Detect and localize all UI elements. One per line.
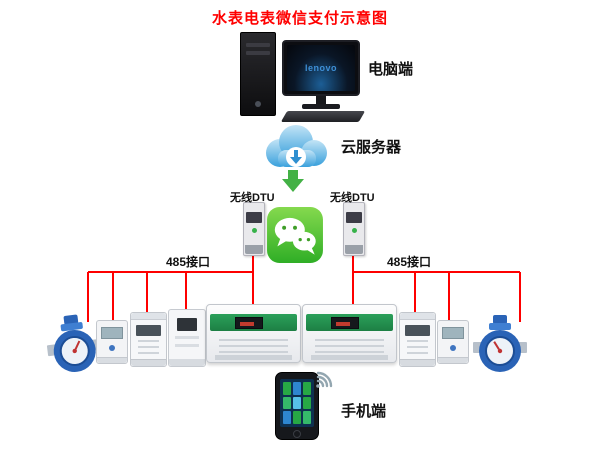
controller-display <box>235 317 263 329</box>
desktop-computer: lenovo <box>230 26 366 122</box>
rs485-right-label: 485接口 <box>387 255 432 269</box>
small-meter-right <box>437 320 469 364</box>
meter-display <box>442 327 464 339</box>
monitor-base <box>302 104 340 109</box>
meter-display <box>405 325 430 336</box>
cloud-label: 云服务器 <box>341 139 402 156</box>
meter-display <box>177 318 197 331</box>
phone-home-button-icon <box>293 430 301 438</box>
dtu-led-icon <box>252 228 257 233</box>
electric-meter-left <box>130 312 167 367</box>
wechat-icon <box>266 206 324 264</box>
meter-module-left <box>168 309 206 367</box>
phone-screen <box>280 379 314 427</box>
smartphone <box>275 372 319 440</box>
phone-label: 手机端 <box>341 403 387 420</box>
rs485-left-label: 485接口 <box>166 255 211 269</box>
water-meter-left <box>42 311 105 379</box>
monitor-stand <box>316 96 326 105</box>
meter-display <box>136 325 161 336</box>
computer-monitor: lenovo <box>282 40 360 96</box>
down-arrow-icon <box>280 170 306 194</box>
meter-button-icon <box>450 345 456 351</box>
dtu-right <box>343 202 365 256</box>
controller-left <box>206 304 301 363</box>
wifi-signal-icon <box>316 371 333 388</box>
computer-tower <box>240 32 276 116</box>
electric-meter-right <box>399 312 436 367</box>
meter-button-icon <box>109 345 115 351</box>
dtu-left <box>243 202 265 256</box>
controller-right <box>302 304 397 363</box>
diagram-title: 水表电表微信支付示意图 <box>211 10 388 27</box>
power-button-icon <box>255 101 261 107</box>
cloud-server-icon <box>258 120 334 176</box>
meter-display <box>101 327 123 339</box>
dtu-left-label: 无线DTU <box>230 192 275 204</box>
monitor-brand-text: lenovo <box>304 63 337 73</box>
dtu-led-icon <box>352 228 357 233</box>
dtu-right-label: 无线DTU <box>330 192 375 204</box>
controller-display <box>331 317 359 329</box>
computer-label: 电脑端 <box>368 61 414 78</box>
monitor-screen: lenovo <box>287 45 355 91</box>
water-meter-right <box>472 314 528 376</box>
small-meter-left <box>96 320 128 364</box>
